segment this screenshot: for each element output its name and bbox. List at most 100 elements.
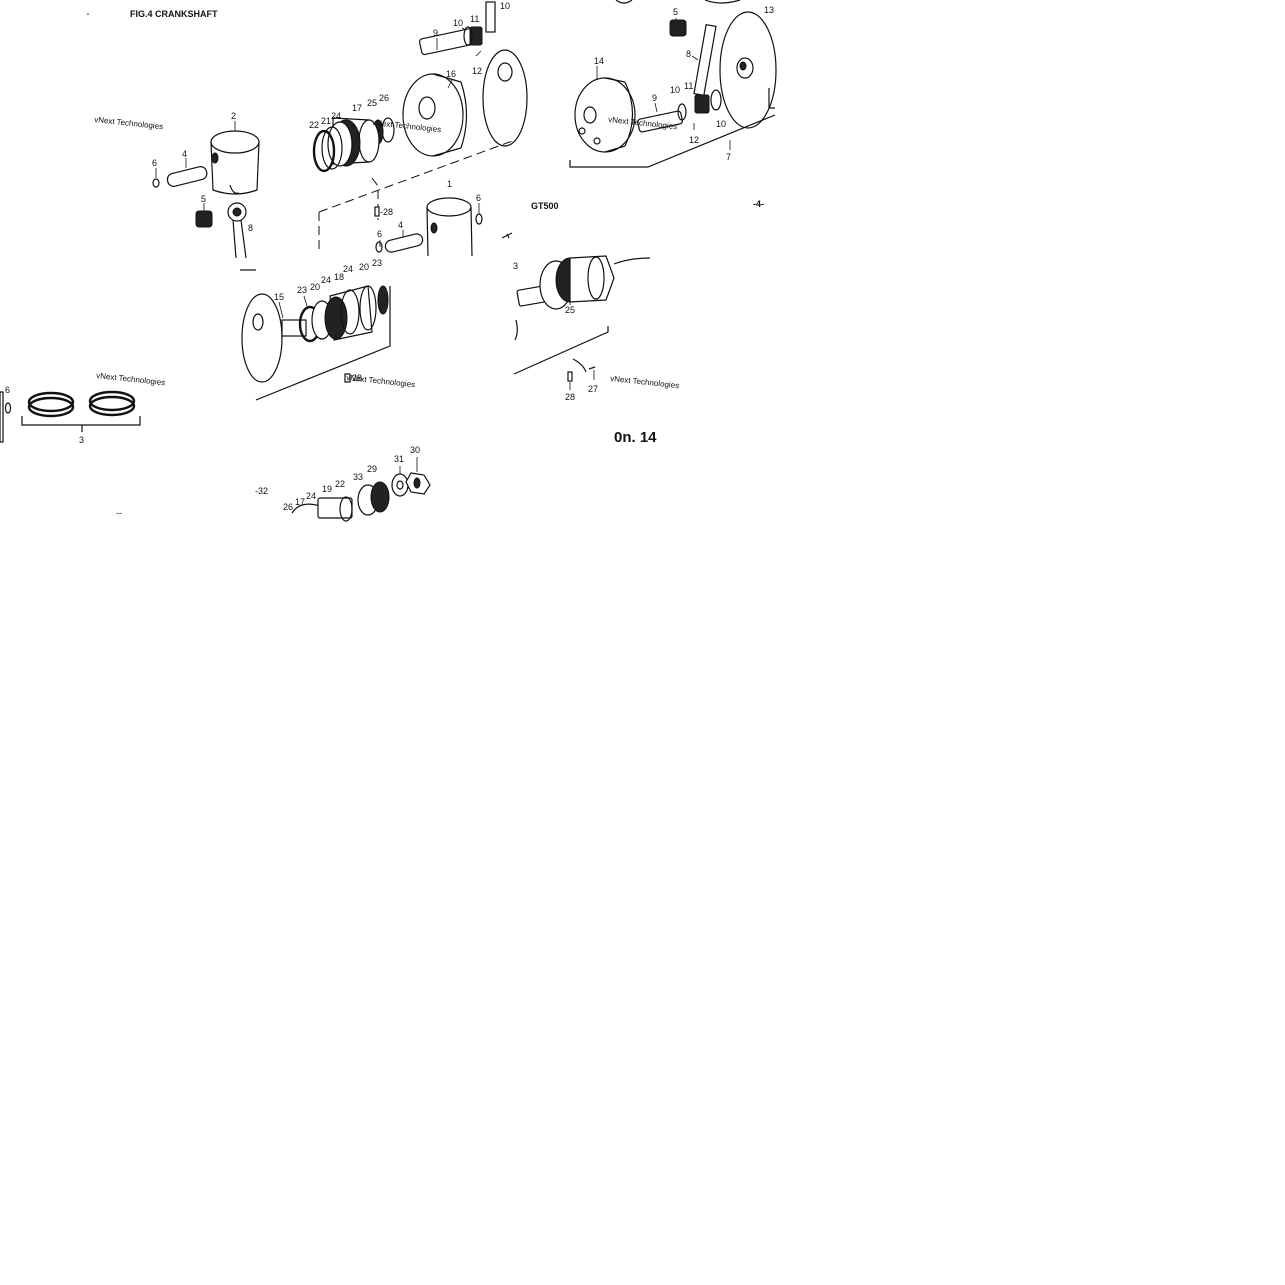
figure-title: FIG.4 CRANKSHAFT xyxy=(130,9,218,19)
part-number: 22 xyxy=(335,479,345,489)
bottom-mark: 0n. 14 xyxy=(614,429,657,446)
part-number: 6 xyxy=(152,158,157,168)
part-number: 6 xyxy=(377,229,382,239)
bearing-11b xyxy=(694,94,710,114)
part-number: 11 xyxy=(684,81,693,91)
piston-rings-group xyxy=(0,390,141,443)
part-number: 24 xyxy=(306,491,316,501)
crank-web-13 xyxy=(719,11,777,129)
part-number: 33 xyxy=(353,472,363,482)
part-number: 10 xyxy=(670,85,680,95)
needle-bearing xyxy=(195,210,213,228)
piston-1-body xyxy=(426,206,473,257)
part-number: 9 xyxy=(652,93,657,103)
part-number: 17 xyxy=(352,103,362,113)
watermark: vNext Technologies xyxy=(94,115,164,131)
piston-pin xyxy=(166,166,208,187)
piston-ring-1 xyxy=(27,391,75,413)
part-number: 15 xyxy=(274,292,284,302)
gear-29 xyxy=(370,481,390,513)
part-number: 1 xyxy=(447,179,452,189)
part-number: 8 xyxy=(248,223,253,233)
crankpin-9b xyxy=(637,110,684,133)
part-number: 10 xyxy=(500,1,510,11)
part-number: 24 xyxy=(321,275,331,285)
page-marker: -4- xyxy=(753,199,764,209)
crankshaft-top-group xyxy=(312,1,528,252)
part-number: 23 xyxy=(372,258,382,268)
piston-1-top xyxy=(426,197,472,217)
part-number: 25 xyxy=(565,305,575,315)
part-number: 25 xyxy=(367,98,377,108)
part-number: 10 xyxy=(716,119,726,129)
part-number-labels: 2 6 4 5 8 9 10 11 10 12 16 22 21 24 17 2… xyxy=(5,1,774,512)
crankshaft-middle-right-group xyxy=(513,255,651,382)
piston-top xyxy=(210,130,260,154)
part-number: 5 xyxy=(201,194,206,204)
part-number: 20 xyxy=(310,282,320,292)
conrod-shank xyxy=(232,219,247,259)
ring-20b xyxy=(359,285,377,331)
pin-28b xyxy=(344,373,351,383)
part-number: 30 xyxy=(410,445,420,455)
part-number: 19 xyxy=(322,484,332,494)
pin-28c xyxy=(567,371,573,382)
part-number: 16 xyxy=(446,69,456,79)
part-number: 28 xyxy=(352,373,362,383)
circlip-6d xyxy=(4,402,12,414)
conrod-top xyxy=(485,1,496,33)
piston-left-group xyxy=(152,130,260,259)
part-number: 18 xyxy=(334,272,344,282)
part-number: 28 xyxy=(565,392,575,402)
part-number: 7 xyxy=(726,152,731,162)
piston-pin-4b xyxy=(384,233,424,253)
part-number: 5 xyxy=(673,7,678,17)
piston-body xyxy=(210,141,260,195)
part-number: 8 xyxy=(686,49,691,59)
bracket-7 xyxy=(569,114,776,168)
crankshaft-right-group xyxy=(569,0,777,168)
circlip xyxy=(152,178,160,188)
gear-group-bottom xyxy=(291,472,431,522)
crank-web-15 xyxy=(241,293,283,383)
part-number: 13 xyxy=(764,5,774,15)
model-label: GT500 xyxy=(531,201,559,211)
part-number: 9 xyxy=(433,28,438,38)
part-number: 14 xyxy=(594,56,604,66)
part-number: 17 xyxy=(295,497,305,507)
part-number: 6 xyxy=(476,193,481,203)
crankshaft-middle-group xyxy=(240,269,391,401)
bracket-middle xyxy=(255,286,391,401)
part-number: 26 xyxy=(379,93,389,103)
piston-ring-2 xyxy=(88,390,136,412)
part-number: -32 xyxy=(255,486,268,496)
washer-31 xyxy=(391,473,409,497)
piston-pin-boss xyxy=(211,152,219,164)
part-number: 26 xyxy=(283,502,293,512)
part-number: 23 xyxy=(297,285,307,295)
part-number: 31 xyxy=(394,454,404,464)
seal-23b xyxy=(377,285,389,315)
part-number: 4 xyxy=(398,220,403,230)
watermark: vNext Technologies xyxy=(346,373,416,389)
leader-lines xyxy=(155,18,699,474)
ring-21 xyxy=(321,126,343,170)
part-number: 10 xyxy=(453,18,463,28)
crank-web-rear xyxy=(482,49,528,147)
key-27 xyxy=(572,358,587,373)
watermark: vNext Technologies xyxy=(610,374,680,390)
watermark: vNext Technologies xyxy=(96,371,166,387)
needle-bearing-5b xyxy=(669,19,687,37)
part-number: 12 xyxy=(689,135,699,145)
part-number: 29 xyxy=(367,464,377,474)
bracket-3 xyxy=(21,416,141,432)
piston-skirt-cut xyxy=(229,184,240,194)
part-number: 22 xyxy=(309,120,319,130)
piston-right-group xyxy=(375,197,513,257)
part-number: 6 xyxy=(5,385,10,395)
part-number: 2 xyxy=(231,111,236,121)
bearing-11 xyxy=(469,26,483,46)
part-number: 27 xyxy=(588,384,598,394)
small-clip xyxy=(501,232,513,239)
part-number: 11 xyxy=(470,14,479,24)
